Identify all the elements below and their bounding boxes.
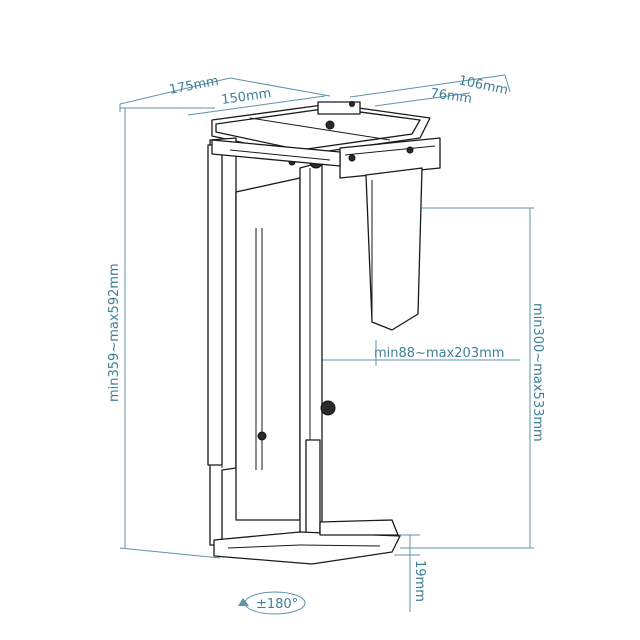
- label-top-width-inner: 150mm: [220, 86, 272, 108]
- label-top-width-outer: 175mm: [168, 74, 220, 98]
- label-total-height: min359~max592mm: [107, 263, 122, 402]
- cpu-holder-drawing: [207, 101, 441, 565]
- label-inner-height: min300~max533mm: [530, 303, 545, 442]
- rotation-arrowhead-icon: [238, 598, 249, 606]
- label-base-height: 19mm: [412, 560, 427, 602]
- label-inner-width: min88~max203mm: [374, 346, 504, 361]
- label-top-depth-inner: 76mm: [429, 86, 473, 107]
- label-rotation: ±180°: [256, 597, 298, 612]
- dimension-lines: [119, 74, 534, 612]
- rotation-indicator: ±180°: [238, 591, 306, 615]
